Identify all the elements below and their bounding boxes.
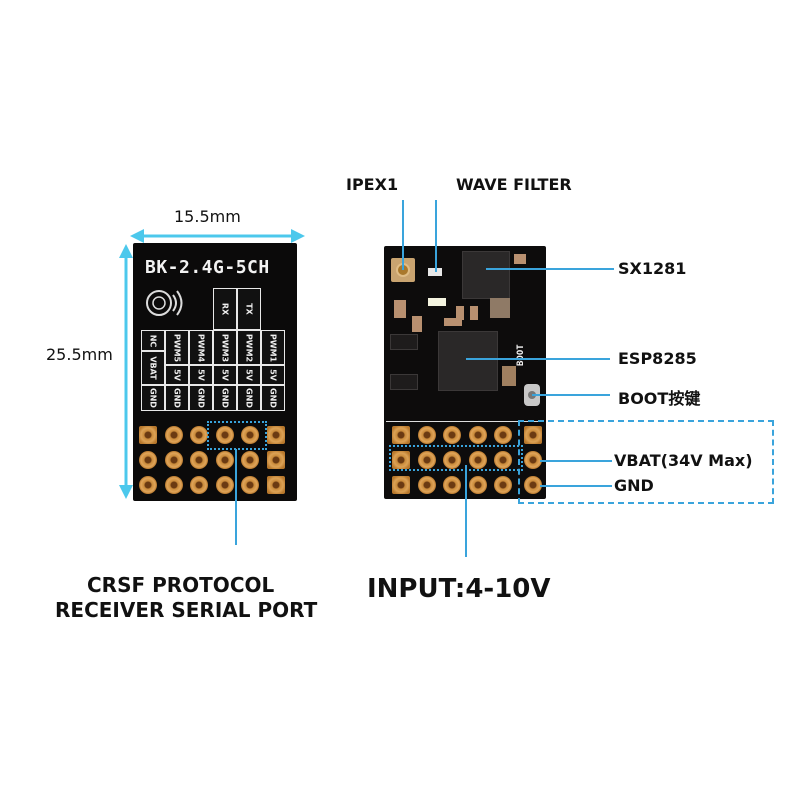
pin-label-cell: GND — [141, 385, 165, 411]
header-pad — [443, 451, 461, 469]
pin-label-cell: GND — [189, 385, 213, 411]
header-pad — [417, 451, 436, 469]
pin-label-cell: PWM1 — [261, 330, 285, 365]
serial-port-leader-line — [235, 449, 237, 545]
header-pad — [468, 426, 487, 444]
header-pad — [215, 426, 234, 444]
wave-filter-component — [428, 268, 442, 276]
pin-label-rx: RX — [213, 288, 237, 330]
pin-label-cell: 5V — [237, 365, 261, 385]
pin-label-cell: 5V — [189, 365, 213, 385]
header-pad — [164, 476, 183, 494]
header-pad — [468, 476, 487, 494]
pin-label-cell: PWM4 — [189, 330, 213, 365]
header-pad — [139, 451, 157, 469]
header-pad — [164, 451, 183, 469]
serial-port-caption-line1: CRSF PROTOCOL — [87, 573, 275, 597]
vbat-leader-line — [540, 460, 612, 462]
width-dimension-label: 15.5mm — [174, 207, 241, 226]
width-arrow-icon — [130, 229, 305, 243]
header-pad — [139, 476, 157, 494]
sx1281-chip — [462, 251, 510, 299]
header-pad — [443, 476, 461, 494]
header-pad — [241, 451, 259, 469]
header-pad — [266, 476, 285, 494]
board-name: BK-2.4G-5CH — [145, 257, 270, 278]
wave-filter-callout: WAVE FILTER — [456, 175, 572, 194]
input-pins-highlight — [389, 445, 523, 471]
vbat-callout: VBAT(34V Max) — [614, 451, 753, 470]
header-pad — [241, 426, 259, 444]
header-pad — [494, 426, 512, 444]
pin-label-tx: TX — [237, 288, 261, 330]
header-pad — [494, 451, 512, 469]
esp8285-leader-line — [466, 358, 610, 360]
input-voltage-caption: INPUT:4-10V — [367, 574, 551, 604]
esp8285-chip — [438, 331, 498, 391]
header-pad — [164, 426, 183, 444]
pin-label-cell: GND — [213, 385, 237, 411]
header-pad — [215, 476, 234, 494]
header-pad — [392, 451, 410, 469]
header-pad — [417, 426, 436, 444]
header-pad — [139, 426, 157, 444]
header-pad — [266, 426, 285, 444]
gnd-leader-line — [540, 485, 612, 487]
pin-label-cell: NC — [141, 330, 165, 351]
header-pad — [417, 476, 436, 494]
pin-label-cell: PWM5 — [165, 330, 189, 365]
ipex-callout: IPEX1 — [346, 175, 399, 194]
antenna-logo-icon — [146, 290, 183, 316]
esp8285-callout: ESP8285 — [618, 349, 697, 368]
sx1281-leader-line — [486, 268, 614, 270]
height-dimension-label: 25.5mm — [46, 345, 113, 364]
pin-label-cell: 5V — [261, 365, 285, 385]
header-pad — [523, 451, 542, 469]
pin-label-cell: GND — [165, 385, 189, 411]
header-pad — [241, 476, 259, 494]
wave-filter-leader-line — [435, 200, 437, 272]
header-pad — [392, 426, 410, 444]
header-pad — [494, 476, 512, 494]
pin-label-cell: PWM3 — [213, 330, 237, 365]
header-pad — [215, 451, 234, 469]
pin-label-cell: GND — [237, 385, 261, 411]
header-pad — [266, 451, 285, 469]
header-pad — [190, 476, 208, 494]
pin-label-cell: PWM2 — [237, 330, 261, 365]
header-pad — [523, 476, 542, 494]
header-pad — [523, 426, 542, 444]
boot-leader-line — [532, 394, 610, 396]
pin-label-cell: 5V — [165, 365, 189, 385]
pin-label-cell: 5V — [213, 365, 237, 385]
height-arrow-icon — [119, 244, 133, 499]
header-pad — [190, 451, 208, 469]
header-pad — [190, 426, 208, 444]
pin-label-cell: VBAT — [141, 351, 165, 385]
pin-label-cell: GND — [261, 385, 285, 411]
boot-silkscreen: BOOT — [516, 344, 526, 366]
boot-callout: BOOT按键 — [618, 389, 701, 408]
serial-port-caption-line2: RECEIVER SERIAL PORT — [55, 598, 318, 622]
header-pad — [443, 426, 461, 444]
header-pad — [468, 451, 487, 469]
header-pad — [392, 476, 410, 494]
gnd-callout: GND — [614, 476, 654, 495]
serial-port-highlight — [207, 421, 267, 450]
power-pins-highlight — [518, 420, 774, 504]
input-leader-line — [465, 465, 467, 557]
sx1281-callout: SX1281 — [618, 259, 687, 278]
ipex-leader-line — [402, 200, 404, 270]
